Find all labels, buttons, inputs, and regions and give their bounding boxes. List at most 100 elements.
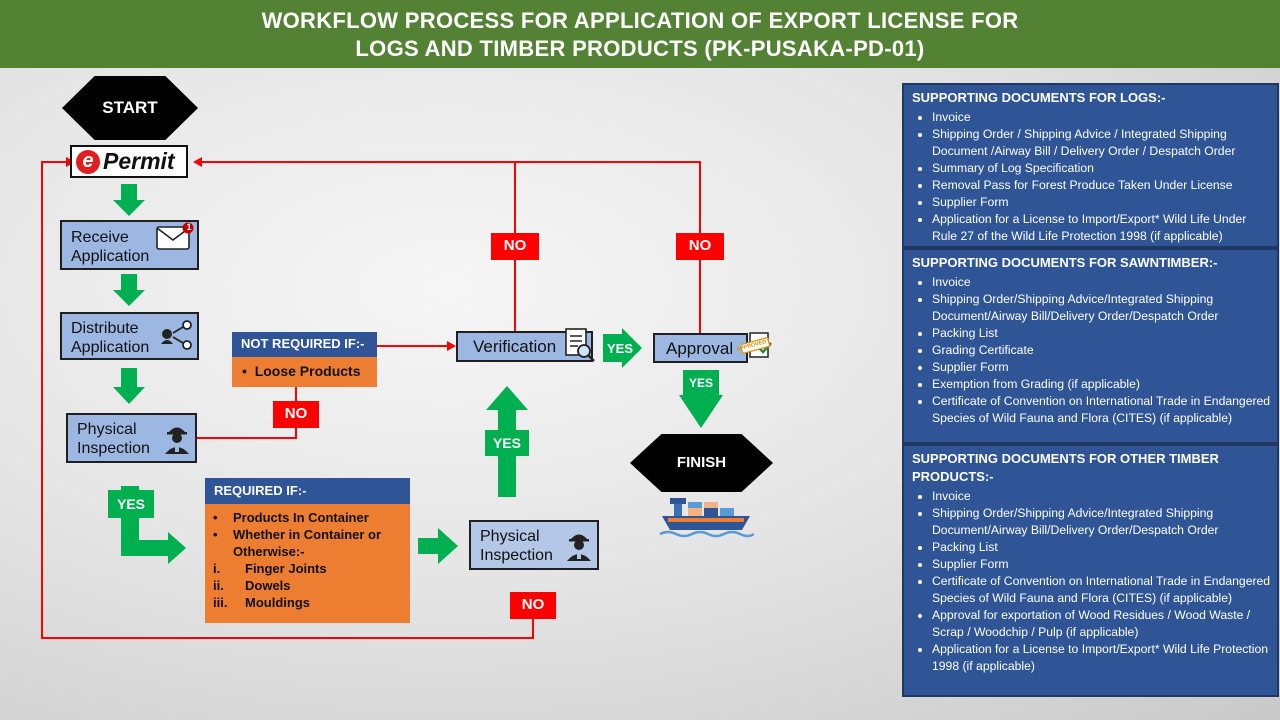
yes-label-inspection1: YES [108, 490, 154, 518]
required-panel: REQUIRED IF:- • Products In Container • … [205, 478, 410, 623]
numbered-text: Finger Joints [245, 561, 327, 576]
physical-inspection-box-2: Physical Inspection [469, 520, 599, 570]
approved-stamp-icon [741, 332, 772, 358]
distribute-line2: Application [71, 339, 150, 356]
inspection2-line2: Inspection [480, 547, 553, 564]
not-required-panel: NOT REQUIRED IF:- • Loose Products [232, 332, 377, 387]
required-list: • Products In Container • Whether in Con… [205, 504, 410, 623]
distribute-application-box: Distribute Application [60, 312, 199, 360]
verification-no-line [200, 161, 516, 331]
list-item: Certificate of Convention on Internation… [932, 573, 1271, 607]
numeral: i. [213, 561, 221, 576]
yes-text-down: YES [689, 376, 714, 390]
list-item: Shipping Order / Shipping Advice / Integ… [932, 126, 1271, 160]
page-title: WORKFLOW PROCESS FOR APPLICATION OF EXPO… [0, 0, 1280, 68]
required-bullet-1-text: Products In Container [233, 510, 369, 525]
down-arrow-3 [113, 368, 145, 404]
document-search-icon [565, 328, 595, 362]
down-arrow-yes [679, 370, 723, 428]
approval-no-line [515, 161, 701, 333]
down-arrow-1 [113, 184, 145, 216]
share-icon [161, 320, 192, 350]
approval-label: Approval [666, 339, 734, 358]
list-item: Summary of Log Specification [932, 160, 1271, 177]
list-item: Shipping Order/Shipping Advice/Integrate… [932, 505, 1271, 539]
not-required-item-text: Loose Products [254, 363, 361, 379]
docs-sawntimber-panel: SUPPORTING DOCUMENTS FOR SAWNTIMBER:- In… [902, 248, 1279, 444]
receive-line2: Application [71, 248, 150, 265]
verification-box: Verification [456, 328, 595, 362]
no-text-loose: NO [284, 405, 308, 422]
yes-text-right: YES [607, 341, 634, 356]
no-label-inspection2: NO [510, 592, 556, 619]
list-item: Approval for exportation of Wood Residue… [932, 607, 1271, 641]
required-title: REQUIRED IF:- [205, 478, 410, 504]
epermit-logo: e Permit [70, 145, 188, 178]
cargo-ship-icon [659, 498, 754, 538]
finish-label: FINISH [676, 454, 727, 471]
down-arrow-2 [113, 274, 145, 306]
list-item: Packing List [932, 539, 1271, 556]
bullet-dot: • [213, 510, 218, 525]
epermit-e-icon: e [76, 150, 100, 174]
list-item: Grading Certificate [932, 342, 1271, 359]
list-item: Application for a License to Import/Expo… [932, 211, 1271, 245]
receive-line1: Receive [71, 229, 129, 246]
docs-sawntimber-title: SUPPORTING DOCUMENTS FOR SAWNTIMBER:- [912, 255, 1218, 270]
list-item: Supplier Form [932, 556, 1271, 573]
list-item: Supplier Form [932, 359, 1271, 376]
yes-text-1: YES [116, 496, 145, 512]
required-bullet-2: • Whether in Container or Otherwise:- [213, 526, 406, 560]
docs-logs-list: Invoice Shipping Order / Shipping Advice… [912, 109, 1271, 245]
title-line-2: LOGS AND TIMBER PRODUCTS (PK-PUSAKA-PD-0… [355, 36, 925, 61]
worker-icon [165, 427, 189, 454]
docs-logs-panel: SUPPORTING DOCUMENTS FOR LOGS:- Invoice … [902, 83, 1279, 248]
list-item: Shipping Order/Shipping Advice/Integrate… [932, 291, 1271, 325]
list-item: Application for a License to Import/Expo… [932, 641, 1271, 675]
start-label: START [102, 98, 158, 117]
docs-other-title: SUPPORTING DOCUMENTS FOR OTHER TIMBER PR… [912, 451, 1219, 484]
no-text-verification: NO [503, 237, 527, 254]
bullet-dot: • [213, 527, 218, 542]
required-bullet-2-text: Whether in Container or Otherwise:- [233, 527, 382, 559]
list-item: Invoice [932, 488, 1271, 505]
required-numbered-2: ii. Dowels [213, 577, 406, 594]
no-text-approval: NO [688, 237, 712, 254]
numbered-text: Mouldings [245, 595, 310, 610]
yes-label-up: YES [485, 430, 529, 456]
envelope-icon [156, 222, 194, 250]
approval-box: Approval [653, 333, 748, 363]
epermit-e: e [82, 150, 94, 172]
numeral: ii. [213, 578, 224, 593]
distribute-line1: Distribute [71, 320, 139, 337]
start-node: START [62, 76, 198, 140]
required-numbered-3: iii. Mouldings [213, 594, 406, 611]
bullet-dot: • [242, 363, 255, 379]
return-loop-line [41, 161, 534, 639]
receive-application-box: Receive Application 1 [60, 220, 199, 270]
numeral: iii. [213, 595, 228, 610]
docs-other-list: Invoice Shipping Order/Shipping Advice/I… [912, 488, 1271, 675]
inspection1-line1: Physical [77, 421, 137, 438]
no-text-inspection2: NO [521, 596, 545, 613]
docs-other-panel: SUPPORTING DOCUMENTS FOR OTHER TIMBER PR… [902, 444, 1279, 697]
arrowhead-verification [447, 341, 456, 351]
inspection1-line2: Inspection [77, 440, 150, 457]
finish-node: FINISH [630, 434, 773, 492]
not-required-item: • Loose Products [232, 357, 377, 387]
verification-label: Verification [473, 337, 557, 356]
required-numbered-1: i. Finger Joints [213, 560, 406, 577]
numbered-text: Dowels [245, 578, 291, 593]
required-bullet-1: • Products In Container [213, 509, 406, 526]
worker-icon [567, 534, 591, 561]
no-label-verification: NO [491, 233, 539, 260]
physical-inspection-box-1: Physical Inspection [66, 413, 197, 463]
epermit-text: Permit [103, 148, 175, 174]
docs-sawntimber-list: Invoice Shipping Order/Shipping Advice/I… [912, 274, 1271, 427]
arrowhead-epermit-right [193, 157, 202, 167]
list-item: Removal Pass for Forest Produce Taken Un… [932, 177, 1271, 194]
notification-badge: 1 [186, 222, 192, 232]
title-line-1: WORKFLOW PROCESS FOR APPLICATION OF EXPO… [261, 8, 1019, 33]
list-item: Supplier Form [932, 194, 1271, 211]
list-item: Invoice [932, 109, 1271, 126]
